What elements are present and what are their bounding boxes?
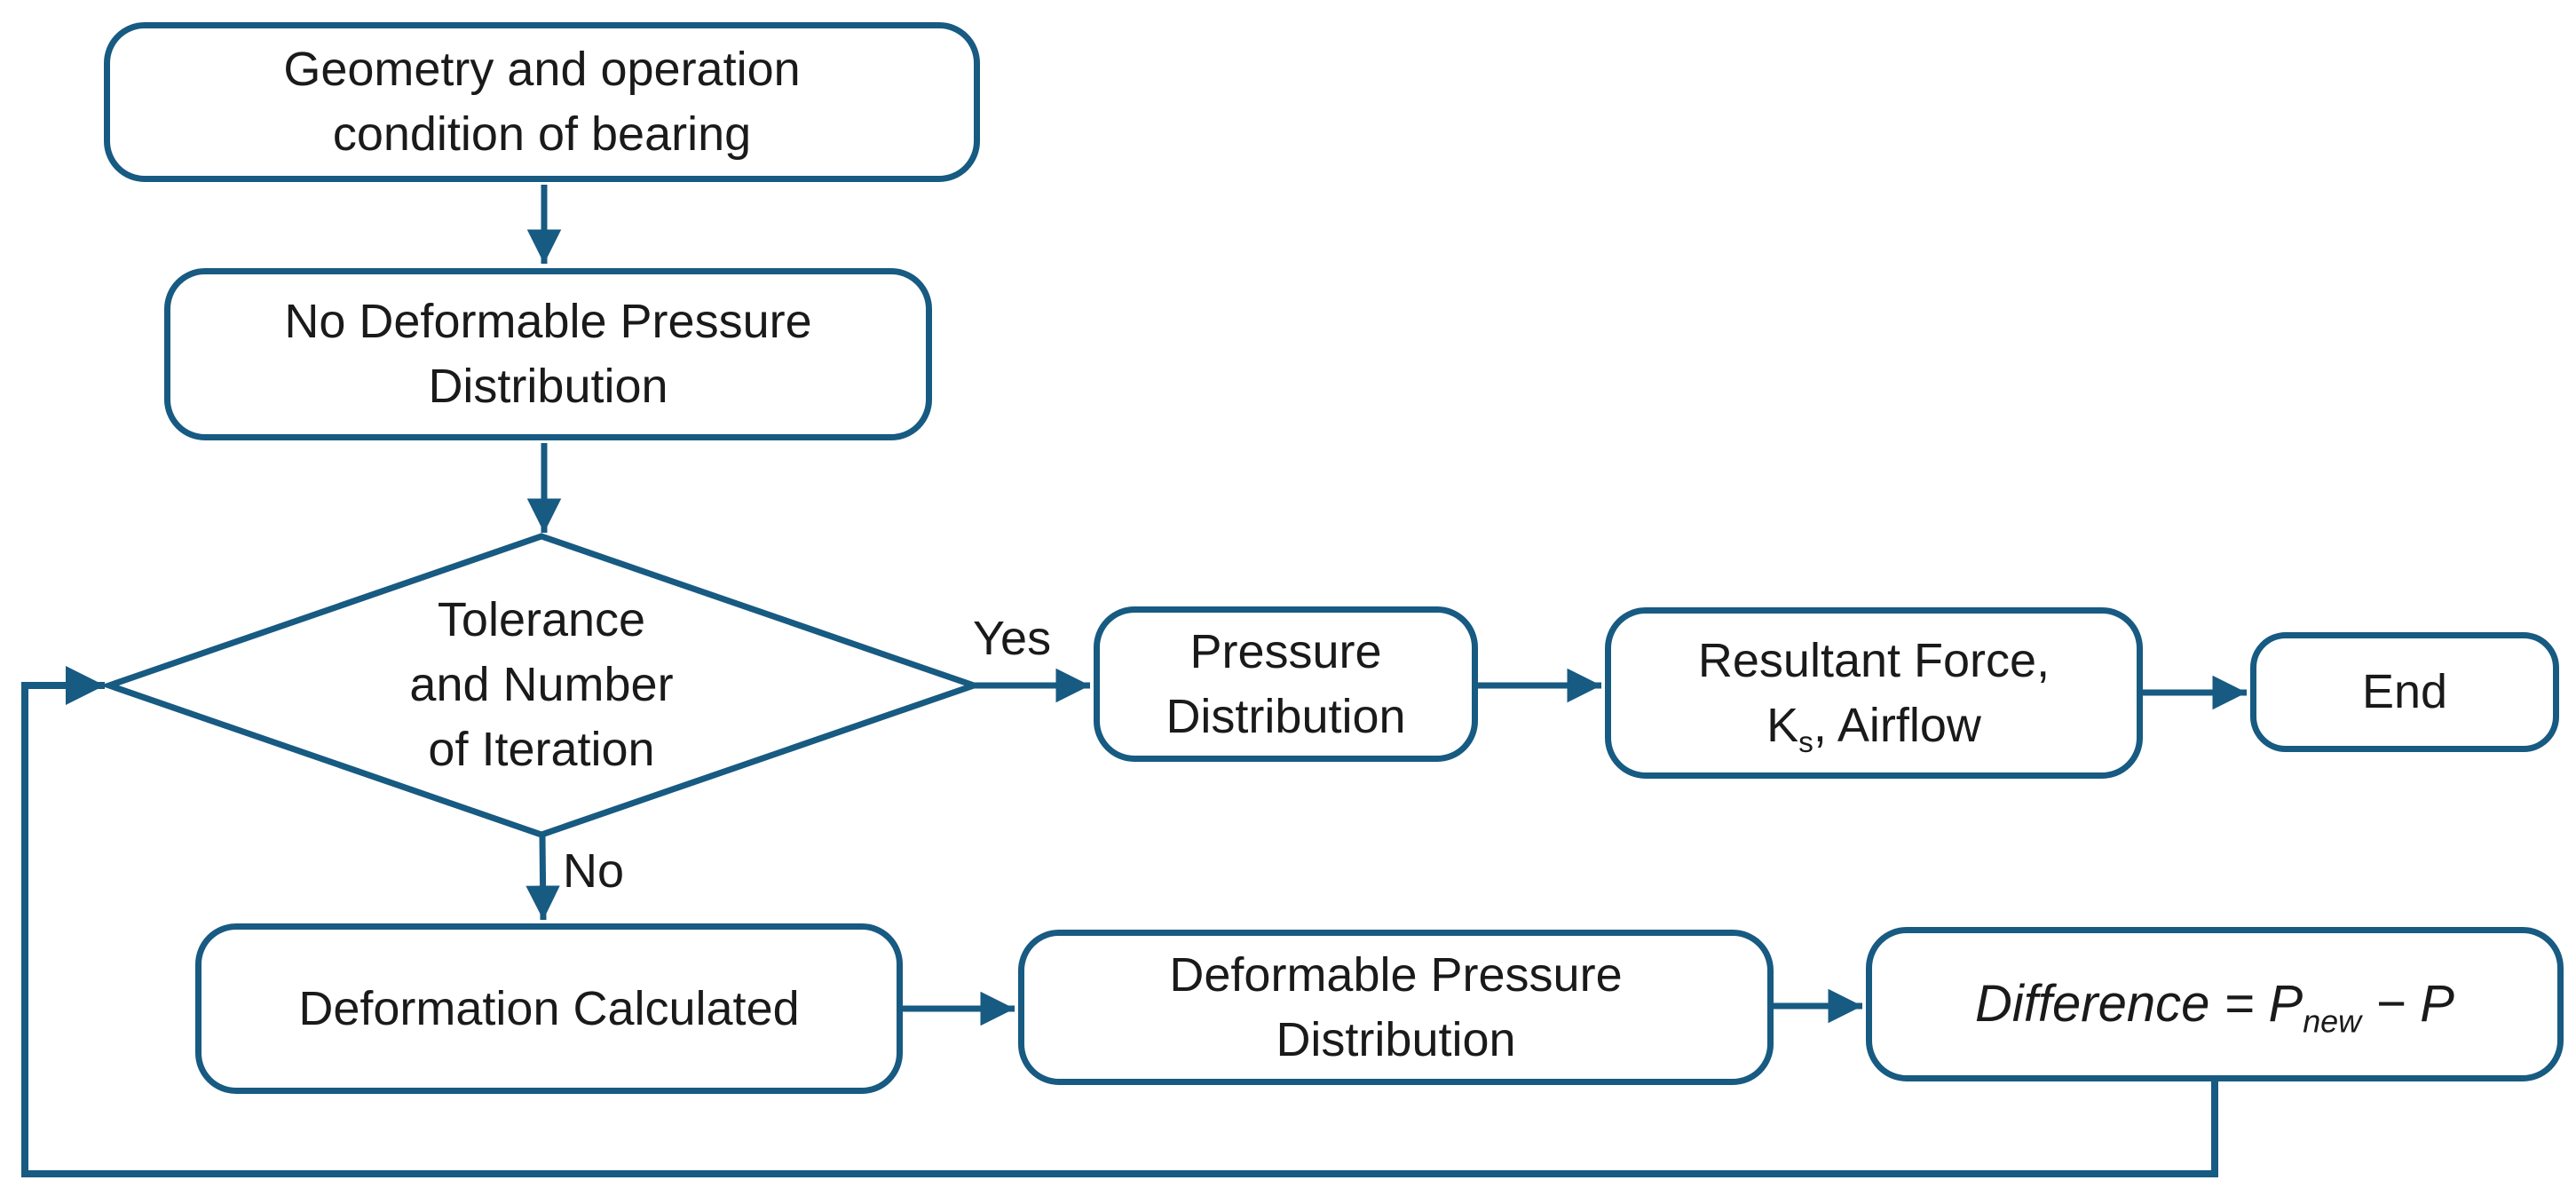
node-resultant-force-ks-airflow: Resultant Force, Ks, Airflow: [1605, 607, 2143, 779]
difference-pre: Difference = P: [1975, 974, 2303, 1033]
node-geometry-operation-condition: Geometry and operation condition of bear…: [104, 22, 980, 182]
edge-label-no: No: [563, 844, 625, 898]
resultant-line2-post: , Airflow: [1813, 698, 1981, 752]
node-tolerance-decision-label: Tolerance and Number of Iteration: [409, 593, 674, 776]
node-deformable-pressure-label: Deformable Pressure Distribution: [1169, 947, 1623, 1066]
node-deformable-pressure-distribution: Deformable Pressure Distribution: [1018, 930, 1774, 1085]
node-difference-label: Difference = Pnew − P: [1975, 970, 2454, 1039]
node-deformation-calculated-label: Deformation Calculated: [298, 981, 800, 1035]
node-deformation-calculated: Deformation Calculated: [195, 923, 903, 1094]
edge-difference-loopback-to-decision: [21, 666, 2218, 1177]
node-difference-equation: Difference = Pnew − P: [1866, 927, 2564, 1081]
decision-diamond-shape: [99, 533, 984, 838]
edge-label-yes: Yes: [973, 612, 1052, 665]
node-resultant-label: Resultant Force, Ks, Airflow: [1698, 629, 2050, 758]
resultant-line2-subscript: s: [1798, 725, 1813, 759]
resultant-line2-pre: K: [1766, 698, 1799, 752]
resultant-line1: Resultant Force,: [1697, 633, 2051, 687]
edge-decision-no-to-deformation: [525, 836, 560, 921]
difference-post: − P: [2361, 974, 2454, 1033]
node-no-deformable-pressure-label: No Deformable Pressure Distribution: [284, 295, 812, 413]
node-end-label: End: [2361, 665, 2448, 719]
node-pressure-distribution-label: Pressure Distribution: [1166, 624, 1406, 743]
node-geometry-label: Geometry and operation condition of bear…: [283, 43, 801, 161]
node-pressure-distribution: Pressure Distribution: [1094, 606, 1478, 762]
node-no-deformable-pressure: No Deformable Pressure Distribution: [164, 268, 932, 440]
node-end: End: [2250, 632, 2559, 752]
difference-subscript: new: [2303, 1002, 2362, 1040]
